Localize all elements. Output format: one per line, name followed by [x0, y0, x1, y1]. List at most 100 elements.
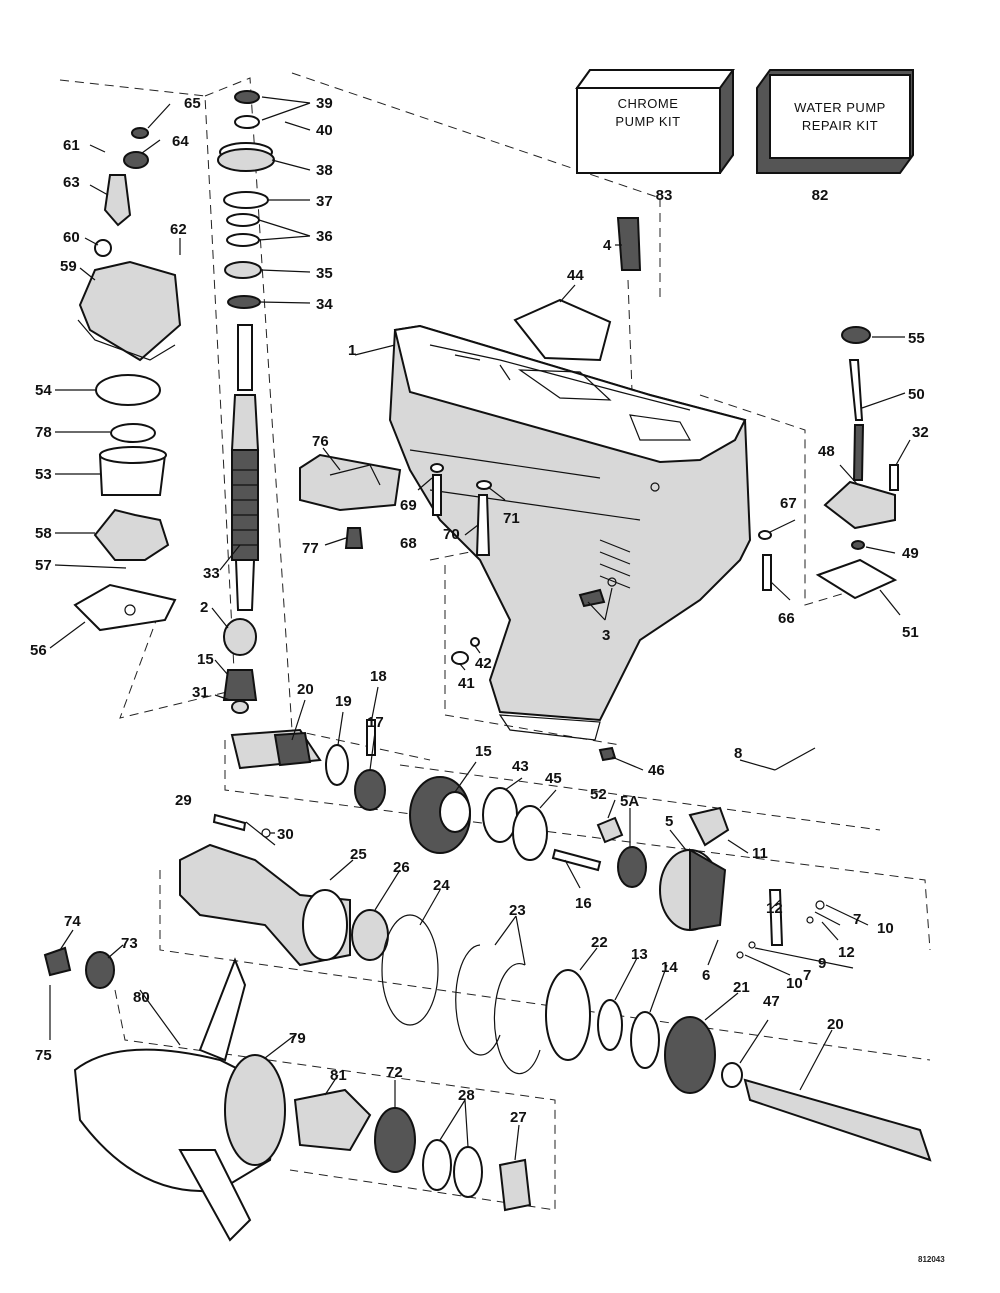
- callout-77: 77: [302, 540, 319, 557]
- callout-54: 54: [35, 382, 52, 399]
- callout-17: 17: [367, 714, 384, 731]
- callout-52: 52: [590, 786, 607, 803]
- small-parts: [43, 217, 932, 1242]
- callout-18: 18: [370, 668, 387, 685]
- callout-3: 3: [602, 627, 610, 644]
- water-pump-kit-line1: WATER PUMP: [794, 100, 886, 115]
- callout-55: 55: [908, 330, 925, 347]
- callout-4: 4: [603, 237, 612, 254]
- callout-65: 65: [184, 95, 201, 112]
- callout-10-lower: 10: [786, 975, 803, 992]
- callout-62: 62: [170, 221, 187, 238]
- water-pump-kit-box: WATER PUMP REPAIR KIT 82: [756, 69, 914, 204]
- callout-11: 11: [752, 845, 768, 862]
- water-pump-kit-line2: REPAIR KIT: [802, 118, 878, 133]
- callout-75: 75: [35, 1047, 52, 1064]
- callout-48: 48: [818, 443, 835, 460]
- callout-53: 53: [35, 466, 52, 483]
- callout-24: 24: [433, 877, 450, 894]
- callout-36: 36: [316, 228, 333, 245]
- callout-26: 26: [393, 859, 410, 876]
- callout-69: 69: [400, 497, 417, 514]
- callout-30: 30: [277, 826, 294, 843]
- callout-74: 74: [64, 913, 81, 930]
- callout-70: 70: [443, 526, 460, 543]
- callout-57: 57: [35, 557, 52, 574]
- callout-13: 13: [631, 946, 648, 963]
- callout-32: 32: [912, 424, 929, 441]
- callout-9: 9: [818, 955, 826, 972]
- callout-72: 72: [386, 1064, 403, 1081]
- callout-1: 1: [348, 342, 356, 359]
- callout-41: 41: [458, 675, 475, 692]
- callout-38: 38: [316, 162, 333, 179]
- callout-33: 33: [203, 565, 220, 582]
- chrome-kit-number: 83: [656, 187, 673, 204]
- callout-51: 51: [902, 624, 919, 641]
- assembly-outlines: [59, 72, 931, 1211]
- callout-46: 46: [648, 762, 665, 779]
- callout-59: 59: [60, 258, 77, 275]
- leader-lines: [49, 96, 911, 1161]
- callout-44: 44: [567, 267, 584, 284]
- callout-2: 2: [200, 599, 208, 616]
- callout-80: 80: [133, 989, 150, 1006]
- callout-10-upper: 10: [877, 920, 894, 937]
- callout-42: 42: [475, 655, 492, 672]
- callout-81: 81: [330, 1067, 347, 1084]
- callout-5A: 5A: [620, 793, 639, 810]
- callout-45: 45: [545, 770, 562, 787]
- callout-12-right: 12: [838, 944, 855, 961]
- callout-8: 8: [734, 745, 742, 762]
- callout-14: 14: [661, 959, 678, 976]
- callout-19: 19: [335, 693, 352, 710]
- drawing-code: 812043: [918, 1255, 945, 1264]
- water-pump-kit-number: 82: [812, 187, 829, 204]
- callout-6: 6: [702, 967, 710, 984]
- callout-5: 5: [665, 813, 673, 830]
- callout-66: 66: [778, 610, 795, 627]
- callout-23: 23: [509, 902, 526, 919]
- callout-34: 34: [316, 296, 333, 313]
- callout-16: 16: [575, 895, 592, 912]
- callout-39: 39: [316, 95, 333, 112]
- callout-63: 63: [63, 174, 80, 191]
- callout-47: 47: [763, 993, 780, 1010]
- callout-labels: 65 64 61 63 62 60 59 54 78 53 58 57 56 3…: [30, 95, 945, 1264]
- callout-43: 43: [512, 758, 529, 775]
- callout-76: 76: [312, 433, 329, 450]
- callout-15-lower: 15: [475, 743, 492, 760]
- callout-20-lower: 20: [827, 1016, 844, 1033]
- callout-21: 21: [733, 979, 750, 996]
- callout-50: 50: [908, 386, 925, 403]
- callout-67: 67: [780, 495, 797, 512]
- callout-27: 27: [510, 1109, 527, 1126]
- callout-12-left: 12: [766, 900, 783, 917]
- callout-29: 29: [175, 792, 192, 809]
- callout-28: 28: [458, 1087, 475, 1104]
- callout-78: 78: [35, 424, 52, 441]
- callout-64: 64: [172, 133, 189, 150]
- callout-15-upper: 15: [197, 651, 214, 668]
- callout-35: 35: [316, 265, 333, 282]
- chrome-kit-line1: CHROME: [618, 96, 679, 111]
- callout-56: 56: [30, 642, 47, 659]
- callout-61: 61: [63, 137, 80, 154]
- callout-31: 31: [192, 684, 209, 701]
- callout-73: 73: [121, 935, 138, 952]
- driveshaft-stack: [217, 90, 275, 714]
- callout-49: 49: [902, 545, 919, 562]
- chrome-kit-line2: PUMP KIT: [615, 114, 680, 129]
- chrome-pump-kit-box: CHROME PUMP KIT 83: [575, 69, 735, 204]
- callout-58: 58: [35, 525, 52, 542]
- callout-7-upper: 7: [853, 911, 861, 928]
- callout-37: 37: [316, 193, 333, 210]
- water-pump-stack: [73, 127, 182, 632]
- callout-71: 71: [503, 510, 520, 527]
- callout-79: 79: [289, 1030, 306, 1047]
- callout-25: 25: [350, 846, 367, 863]
- gearcase-housing: [388, 324, 752, 741]
- callout-20-upper: 20: [297, 681, 314, 698]
